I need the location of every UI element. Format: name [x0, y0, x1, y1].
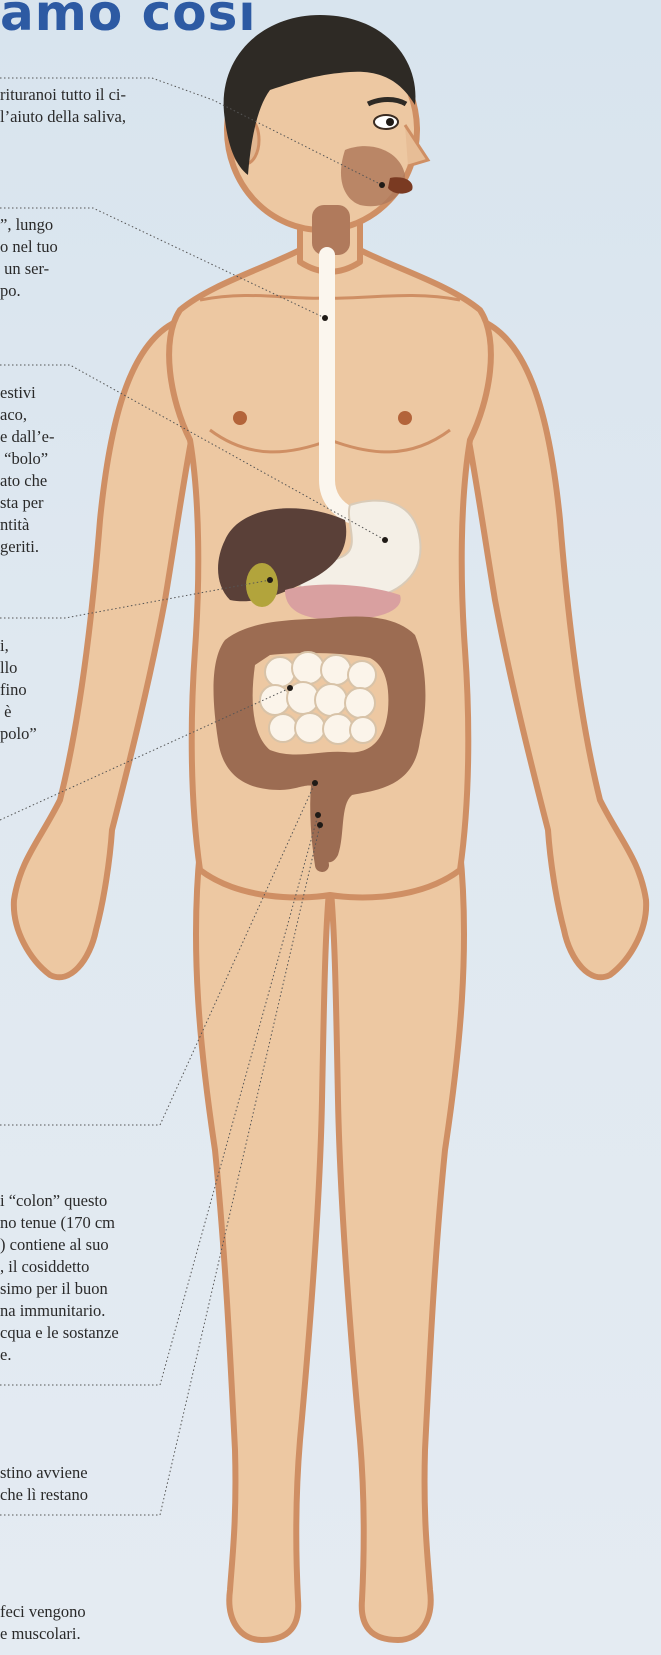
- left-arm: [14, 320, 195, 977]
- right-arm: [465, 320, 646, 977]
- gallbladder: [246, 563, 278, 607]
- right-leg: [330, 850, 464, 1640]
- larynx: [312, 205, 350, 255]
- nipple-left: [233, 411, 247, 425]
- nipple-right: [398, 411, 412, 425]
- left-leg: [196, 850, 330, 1640]
- lips: [388, 177, 413, 193]
- pupil: [386, 118, 394, 126]
- small-intestine: [260, 652, 376, 744]
